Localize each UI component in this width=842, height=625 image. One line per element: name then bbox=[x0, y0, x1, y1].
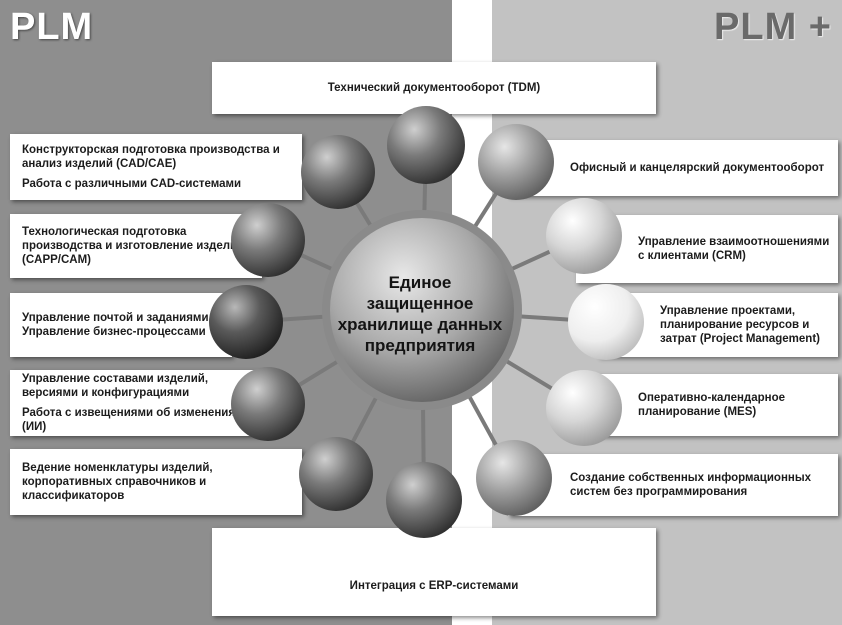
sphere-capp bbox=[231, 203, 305, 277]
cad-cae-line-1: Конструкторская подготовка производства … bbox=[22, 144, 280, 170]
hub-line-3: хранилище данных bbox=[337, 315, 503, 334]
sphere-workflow bbox=[209, 285, 283, 359]
plm-plus-heading: PLM + bbox=[714, 6, 832, 48]
erp-box: Интеграция с ERP-системами bbox=[212, 528, 656, 616]
capp-cam-box: Технологическая подготовка производства … bbox=[10, 214, 262, 278]
hub-line-1: Единое bbox=[388, 273, 452, 292]
office-docs-box: Офисный и канцелярский документооборот bbox=[508, 140, 838, 196]
mes-line-1: Оперативно-календарное планирование (MES… bbox=[638, 392, 786, 418]
sphere-tdm bbox=[387, 106, 465, 184]
sphere-nomenclature bbox=[299, 437, 373, 511]
hub-line-4: предприятия bbox=[364, 336, 476, 355]
configurations-box: Управление составами изделий, версиями и… bbox=[10, 370, 262, 436]
office-docs-line-1: Офисный и канцелярский документооборот bbox=[570, 162, 825, 174]
project-management-line-1: Управление проектами, планирование ресур… bbox=[660, 305, 820, 345]
sphere-custom bbox=[476, 440, 552, 516]
sphere-cad bbox=[301, 135, 375, 209]
custom-systems-box: Создание собственных информационных сист… bbox=[508, 454, 838, 516]
sphere-crm bbox=[546, 198, 622, 274]
custom-systems-line-1: Создание собственных информационных сист… bbox=[570, 472, 812, 498]
nomenclature-box: Ведение номенклатуры изделий, корпоратив… bbox=[10, 449, 302, 515]
workflow-line-1: Управление почтой и заданиями. Управлени… bbox=[22, 312, 212, 338]
hub-label: Единое защищенное хранилище данных предп… bbox=[330, 272, 510, 356]
hub-line-2: защищенное bbox=[366, 294, 474, 313]
sphere-config bbox=[231, 367, 305, 441]
crm-line-1: Управление взаимоотношениями с клиентами… bbox=[638, 236, 830, 262]
configurations-line-1: Управление составами изделий, версиями и… bbox=[22, 373, 209, 399]
nomenclature-line-1: Ведение номенклатуры изделий, корпоратив… bbox=[22, 462, 213, 502]
sphere-erp bbox=[386, 462, 462, 538]
cad-cae-line-2: Работа с различными CAD-системами bbox=[22, 178, 242, 190]
hub-sphere bbox=[330, 218, 514, 402]
tdm-box: Технический документооборот (TDM) bbox=[212, 62, 656, 114]
erp-label: Интеграция с ERP-системами bbox=[349, 580, 519, 592]
capp-cam-line-1: Технологическая подготовка производства … bbox=[22, 226, 245, 266]
workflow-box: Управление почтой и заданиями. Управлени… bbox=[10, 293, 232, 357]
tdm-label: Технический документооборот (TDM) bbox=[327, 82, 541, 94]
sphere-pm bbox=[568, 284, 644, 360]
cad-cae-box: Конструкторская подготовка производства … bbox=[10, 134, 302, 200]
sphere-mes bbox=[546, 370, 622, 446]
sphere-office bbox=[478, 124, 554, 200]
configurations-line-2: Работа с извещениями об изменениях (ИИ) bbox=[22, 407, 242, 433]
plm-heading: PLM bbox=[10, 6, 94, 48]
